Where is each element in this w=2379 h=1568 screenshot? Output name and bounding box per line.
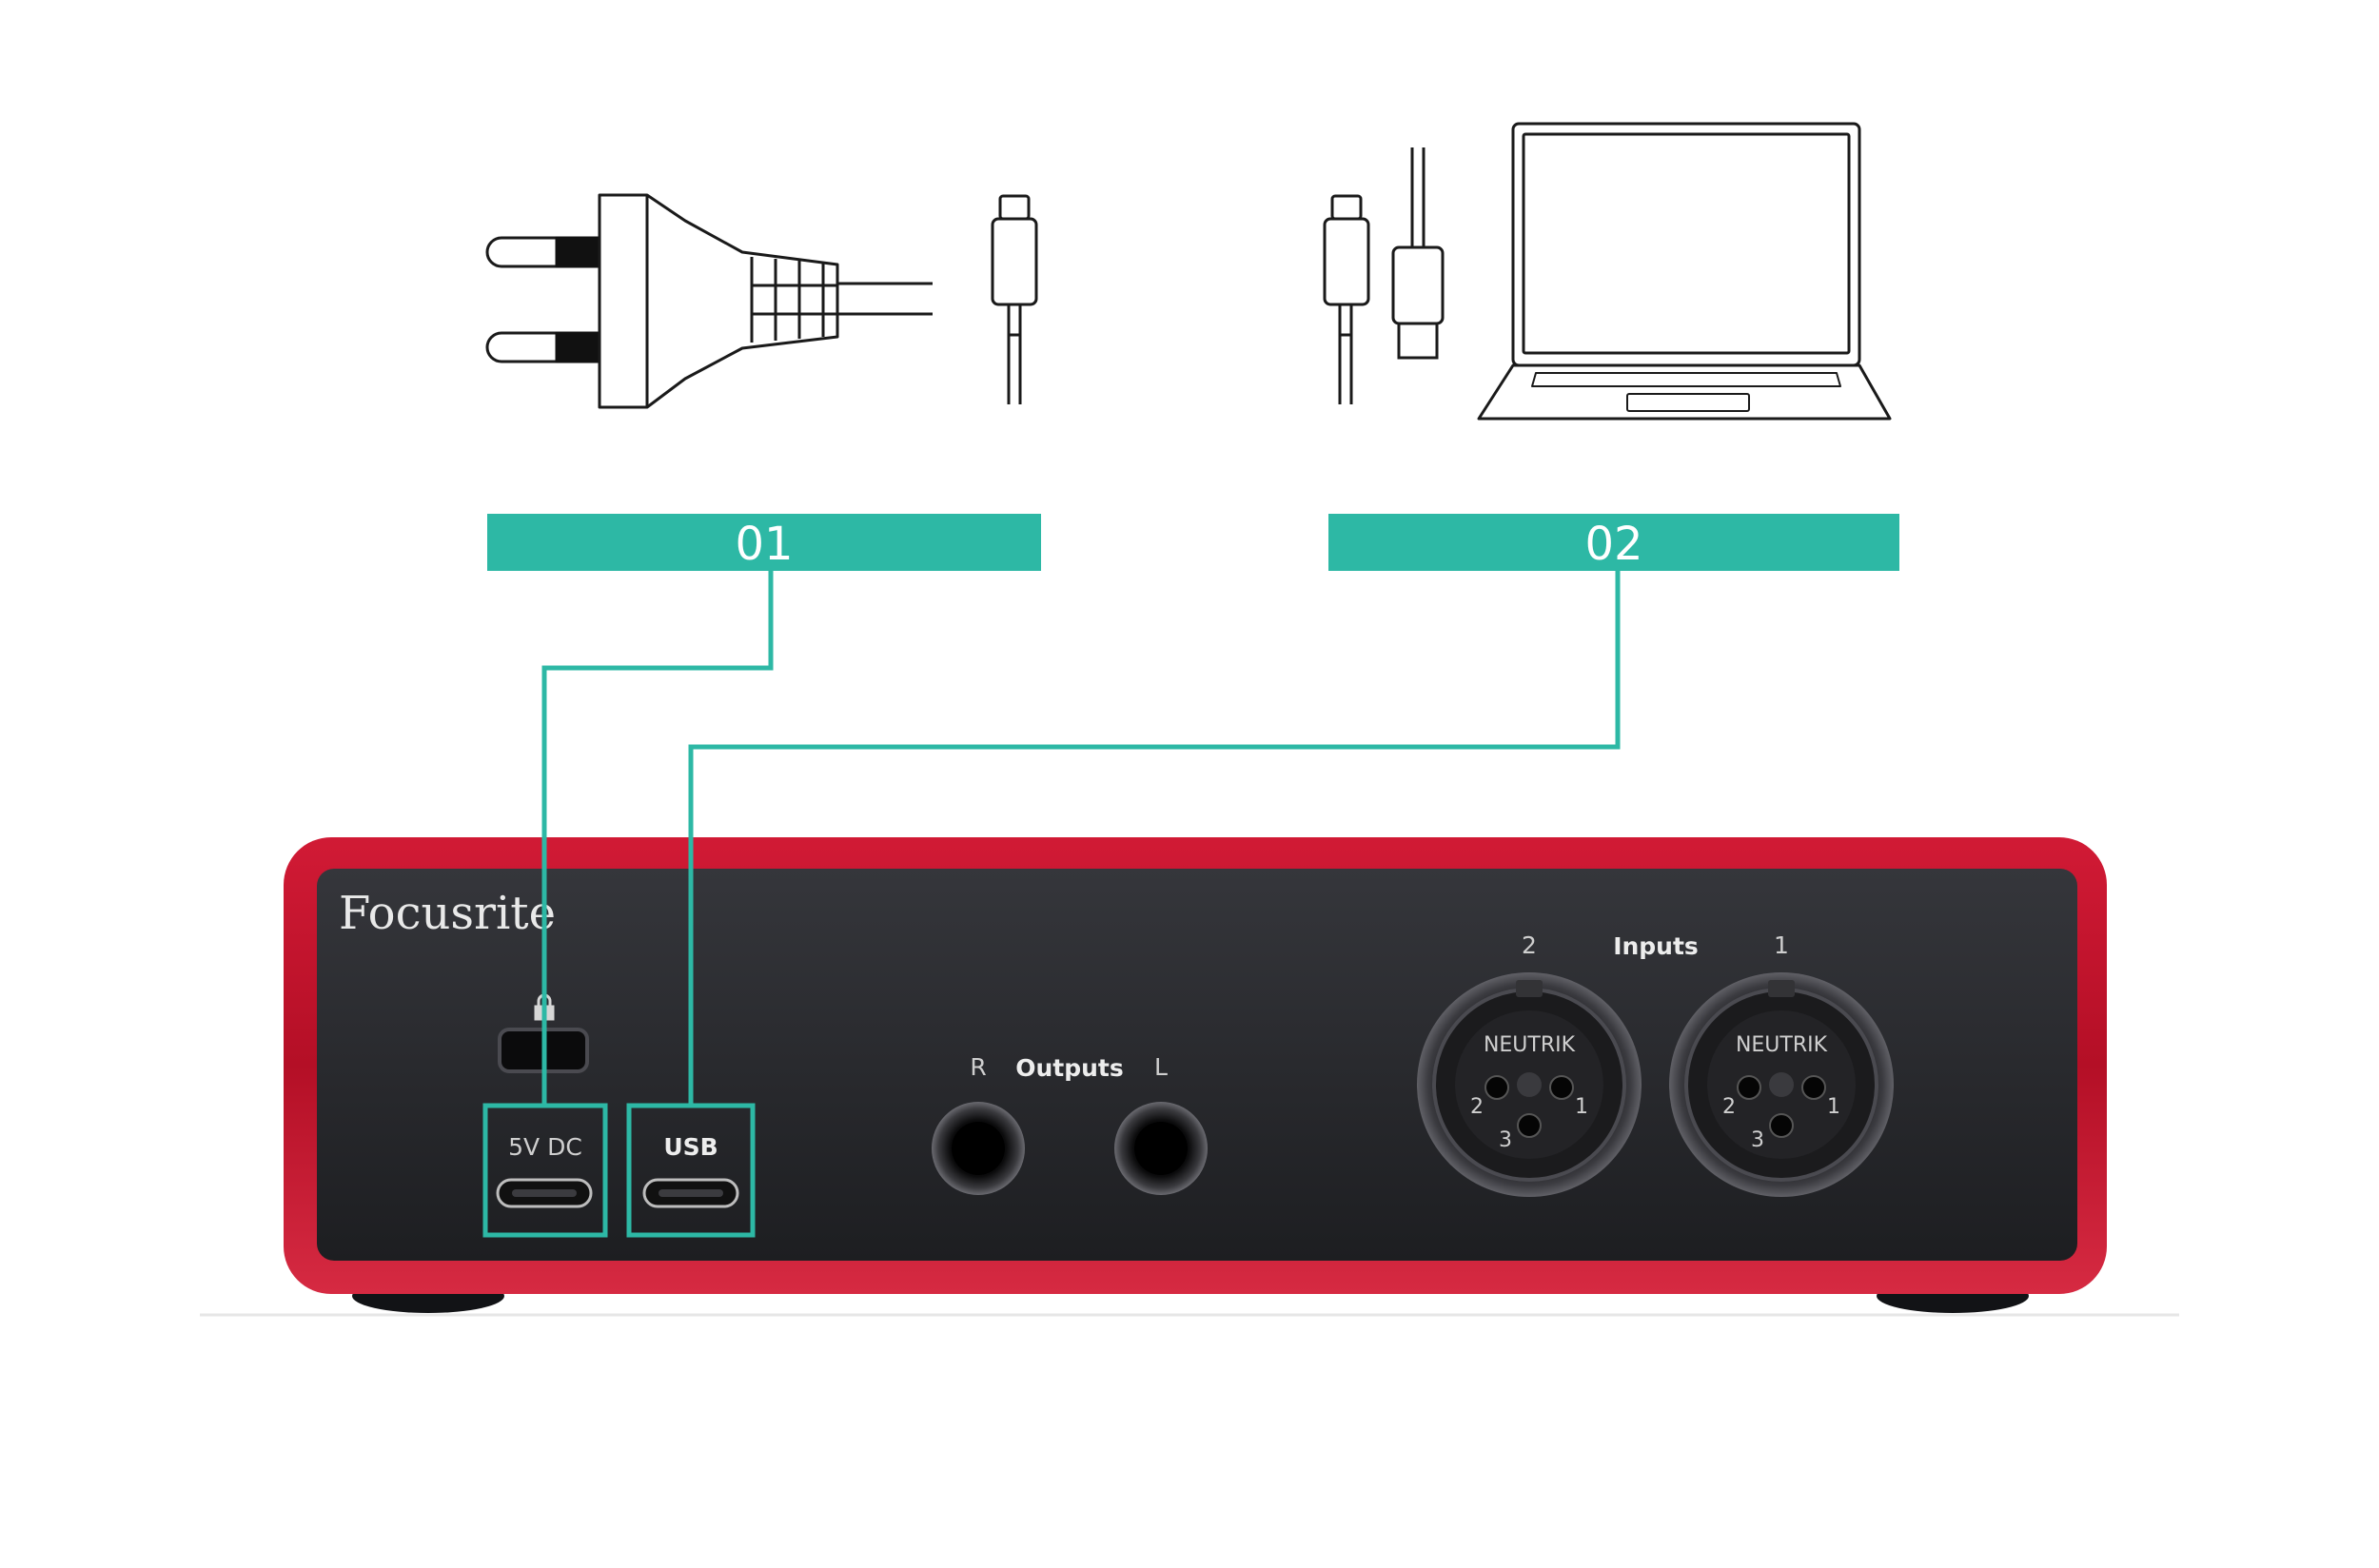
input-1-label: 1 — [1774, 931, 1789, 959]
xlr-input-1[interactable]: NEUTRIK 2 1 3 — [1669, 972, 1894, 1197]
laptop-icon — [1477, 122, 1892, 421]
connector-line-2 — [688, 571, 1621, 1106]
step-1-bar: 01 — [487, 514, 1041, 571]
svg-text:1: 1 — [1827, 1095, 1840, 1119]
rear-panel — [317, 869, 2077, 1261]
output-r-label: R — [970, 1053, 986, 1081]
xlr-2-maker: NEUTRIK — [1484, 1033, 1576, 1057]
step-2-label: 02 — [1584, 518, 1642, 571]
svg-text:2: 2 — [1722, 1095, 1736, 1119]
power-plug-icon — [485, 193, 933, 409]
connector-line-1 — [541, 571, 774, 1106]
svg-text:3: 3 — [1499, 1128, 1512, 1152]
svg-text:1: 1 — [1575, 1095, 1588, 1119]
usb-c-cable-icon — [991, 194, 1038, 404]
step-2-bar: 02 — [1328, 514, 1899, 571]
audio-interface-rear: Focusrite 5V DC USB R Outputs L 2 Inputs… — [284, 837, 2107, 1294]
output-l-label: L — [1154, 1053, 1168, 1081]
usb-port-label: USB — [663, 1133, 718, 1161]
usb-c-to-usb-a-cable-icon — [1323, 147, 1445, 404]
xlr-1-maker: NEUTRIK — [1736, 1033, 1828, 1057]
brand-logo: Focusrite — [339, 887, 556, 940]
outputs-title: Outputs — [1015, 1054, 1124, 1082]
svg-text:3: 3 — [1751, 1128, 1764, 1152]
input-2-label: 2 — [1522, 931, 1537, 959]
svg-text:2: 2 — [1470, 1095, 1484, 1119]
xlr-input-2[interactable]: NEUTRIK 2 1 3 — [1417, 972, 1642, 1197]
step-1-label: 01 — [735, 518, 793, 571]
dc-port-label: 5V DC — [508, 1133, 582, 1161]
inputs-title: Inputs — [1613, 932, 1699, 960]
